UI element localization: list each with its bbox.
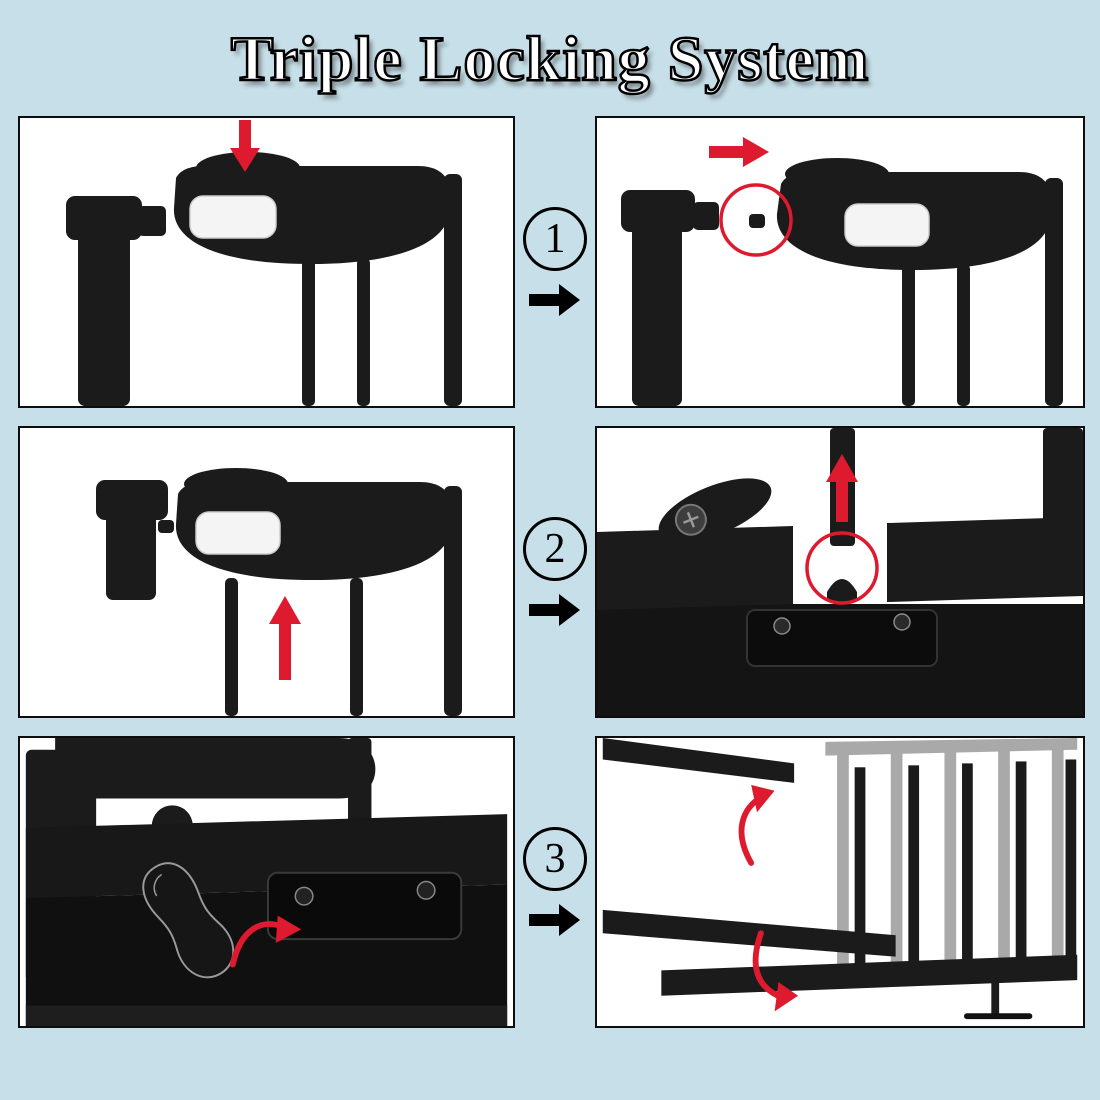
step-number-2: 2 — [523, 517, 587, 581]
red-circle-highlight — [805, 531, 879, 605]
base-plate — [746, 609, 938, 667]
step-indicator-3: 3 — [515, 736, 595, 1028]
panel-step1-after — [595, 116, 1085, 408]
wall-post — [66, 196, 166, 406]
floor-edge — [25, 1005, 508, 1026]
panel-step2-after — [595, 426, 1085, 718]
foot-pedal-lever — [142, 862, 235, 979]
lock-pin — [158, 520, 174, 533]
latch-housing — [175, 468, 452, 580]
gate-bar — [357, 258, 370, 406]
screw — [294, 886, 314, 906]
page: Triple Locking System — [18, 22, 1100, 1028]
red-arrow-up-icon — [269, 596, 301, 680]
red-curved-arrow-icon — [229, 915, 302, 968]
gate-frame-bar — [444, 174, 462, 406]
steps-grid: 1 — [18, 116, 1100, 1028]
illustration-step3-before — [25, 738, 508, 1026]
illustration-step3-after — [602, 738, 1078, 1020]
illustration-step1-before — [66, 120, 462, 406]
screw — [773, 617, 791, 635]
panel-step3-after — [595, 736, 1085, 1028]
step-number-3: 3 — [523, 827, 587, 891]
lever-knob — [645, 538, 673, 566]
illustration-step2-after — [597, 428, 1083, 716]
red-curved-arrow-up-icon — [738, 784, 775, 866]
latch-label — [844, 203, 930, 247]
base-plate — [266, 871, 463, 941]
panel-step3-before — [18, 736, 515, 1028]
gate-bar — [225, 578, 238, 716]
panel-step1-before — [18, 116, 515, 408]
release-lever — [658, 478, 772, 542]
step-number-1: 1 — [523, 207, 587, 271]
latch-housing — [173, 152, 450, 264]
gate-bar — [350, 578, 363, 716]
page-title: Triple Locking System — [230, 22, 870, 96]
step-indicator-2: 2 — [515, 426, 595, 718]
illustration-step1-after — [621, 137, 1063, 406]
gate-bar — [302, 258, 315, 406]
red-arrow-up-icon — [826, 454, 858, 522]
latch-label — [195, 511, 281, 555]
panel-step2-before — [18, 426, 515, 718]
red-curved-arrow-down-icon — [752, 930, 799, 1012]
wall-post — [96, 480, 168, 600]
gate-foot — [991, 980, 1000, 1018]
red-arrow-down-icon — [230, 120, 260, 172]
screw — [416, 880, 436, 900]
gate-frame-bar — [1045, 178, 1063, 406]
gate-bar — [957, 264, 970, 406]
screw — [893, 613, 911, 631]
red-circle-highlight — [719, 183, 793, 257]
latch-label — [189, 195, 277, 239]
gate-frame-bar — [444, 486, 462, 716]
right-arrow-icon — [529, 904, 580, 936]
step-indicator-1: 1 — [515, 116, 595, 408]
right-arrow-icon — [529, 594, 580, 626]
gate-foot-base — [963, 1013, 1033, 1020]
gate-frame-bar — [1043, 428, 1083, 530]
wall-post — [621, 190, 719, 406]
right-arrow-icon — [529, 284, 580, 316]
red-arrow-right-icon — [709, 137, 769, 167]
latch-housing — [776, 158, 1051, 270]
gate-bar — [902, 264, 915, 406]
illustration-step2-before — [96, 468, 462, 716]
top-rail — [55, 738, 376, 799]
bottom-rail-right — [887, 517, 1083, 602]
lock-pin — [749, 214, 765, 228]
lock-pin — [827, 579, 857, 602]
